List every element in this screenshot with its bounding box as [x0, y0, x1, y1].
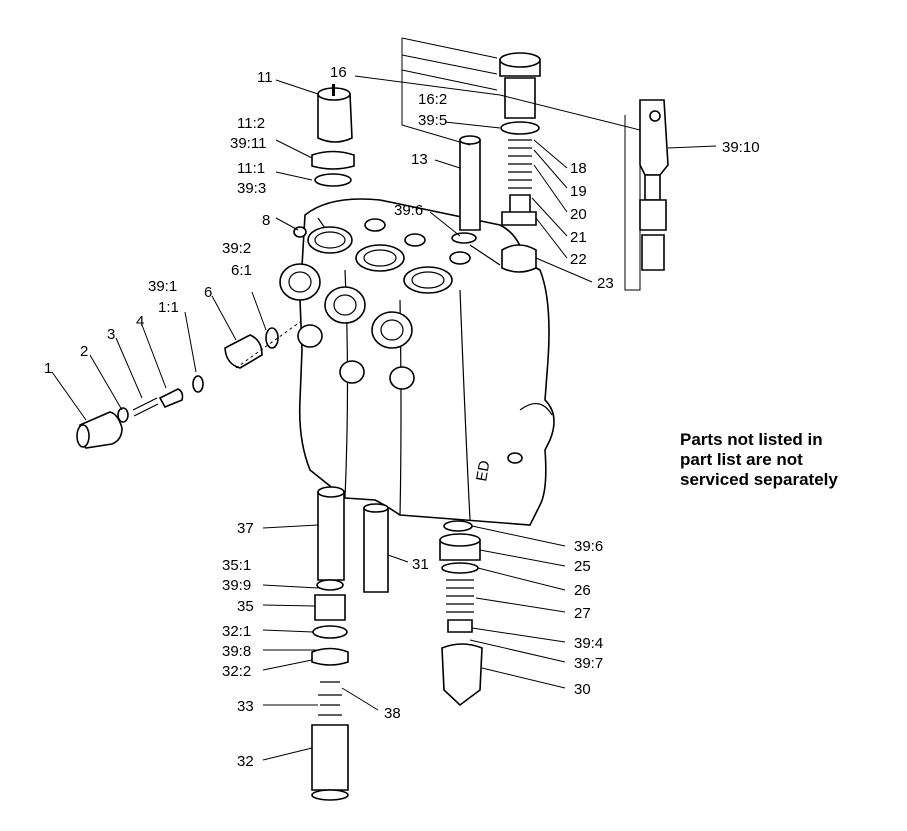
label-30: 30 — [574, 681, 591, 698]
valve-body: ED — [279, 198, 555, 526]
label-1-1: 1:1 — [158, 299, 179, 316]
label-1: 1 — [44, 360, 52, 377]
plug-6 — [224, 321, 301, 369]
label-32-2: 32:2 — [222, 663, 251, 680]
label-39-9: 39:9 — [222, 577, 251, 594]
label-39-5: 39:5 — [418, 112, 447, 129]
label-39-3: 39:3 — [237, 180, 266, 197]
label-6: 6 — [204, 284, 212, 301]
label-31: 31 — [412, 556, 429, 573]
label-18: 18 — [570, 160, 587, 177]
label-13: 13 — [411, 151, 428, 168]
label-39-10: 39:10 — [722, 139, 760, 156]
label-2: 2 — [80, 343, 88, 360]
label-20: 20 — [570, 206, 587, 223]
label-39-6-bottom: 39:6 — [574, 538, 603, 555]
label-39-11: 39:11 — [230, 135, 266, 152]
label-32-1: 32:1 — [222, 623, 251, 640]
part-labels: 1 2 3 4 1:1 39:1 6 39:2 6:1 8 11 11:2 39… — [44, 64, 760, 770]
label-11: 11 — [257, 69, 273, 86]
label-4: 4 — [136, 313, 144, 330]
service-note-line-3: serviced separately — [680, 470, 838, 489]
plug-16-assembly — [451, 52, 541, 273]
label-25: 25 — [574, 558, 591, 575]
plug-assembly-left — [76, 375, 204, 449]
svg-text:ED: ED — [473, 459, 493, 483]
plug-11-assembly — [311, 84, 355, 187]
label-11-1: 11:1 — [237, 160, 265, 177]
spool-31 — [363, 503, 389, 593]
lever-39-10 — [639, 99, 669, 271]
label-39-7: 39:7 — [574, 655, 603, 672]
bracket-lines-16 — [401, 37, 641, 291]
label-33: 33 — [237, 698, 254, 715]
label-16-2: 16:2 — [418, 91, 447, 108]
label-8: 8 — [262, 212, 270, 229]
label-32: 32 — [237, 753, 254, 770]
label-23: 23 — [597, 275, 614, 292]
service-note-line-1: Parts not listed in — [680, 430, 823, 449]
label-39-2: 39:2 — [222, 240, 251, 257]
label-16: 16 — [330, 64, 347, 81]
label-39-4: 39:4 — [574, 635, 603, 652]
label-22: 22 — [570, 251, 587, 268]
label-6-1: 6:1 — [231, 262, 252, 279]
label-3: 3 — [107, 326, 115, 343]
label-35-1: 35:1 — [222, 557, 251, 574]
label-39-8: 39:8 — [222, 643, 251, 660]
label-11-2: 11:2 — [237, 115, 265, 132]
label-27: 27 — [574, 605, 591, 622]
label-35: 35 — [237, 598, 254, 615]
spool-37-assembly — [311, 486, 349, 801]
label-38: 38 — [384, 705, 401, 722]
label-37: 37 — [237, 520, 254, 537]
label-19: 19 — [570, 183, 587, 200]
label-39-1: 39:1 — [148, 278, 177, 295]
valve-30-assembly — [439, 520, 483, 707]
service-note: Parts not listed in part list are not se… — [680, 430, 900, 490]
label-26: 26 — [574, 582, 591, 599]
label-21: 21 — [570, 229, 587, 246]
service-note-line-2: part list are not — [680, 450, 803, 469]
leader-lines — [51, 75, 717, 761]
label-39-6-top: 39:6 — [394, 202, 423, 219]
